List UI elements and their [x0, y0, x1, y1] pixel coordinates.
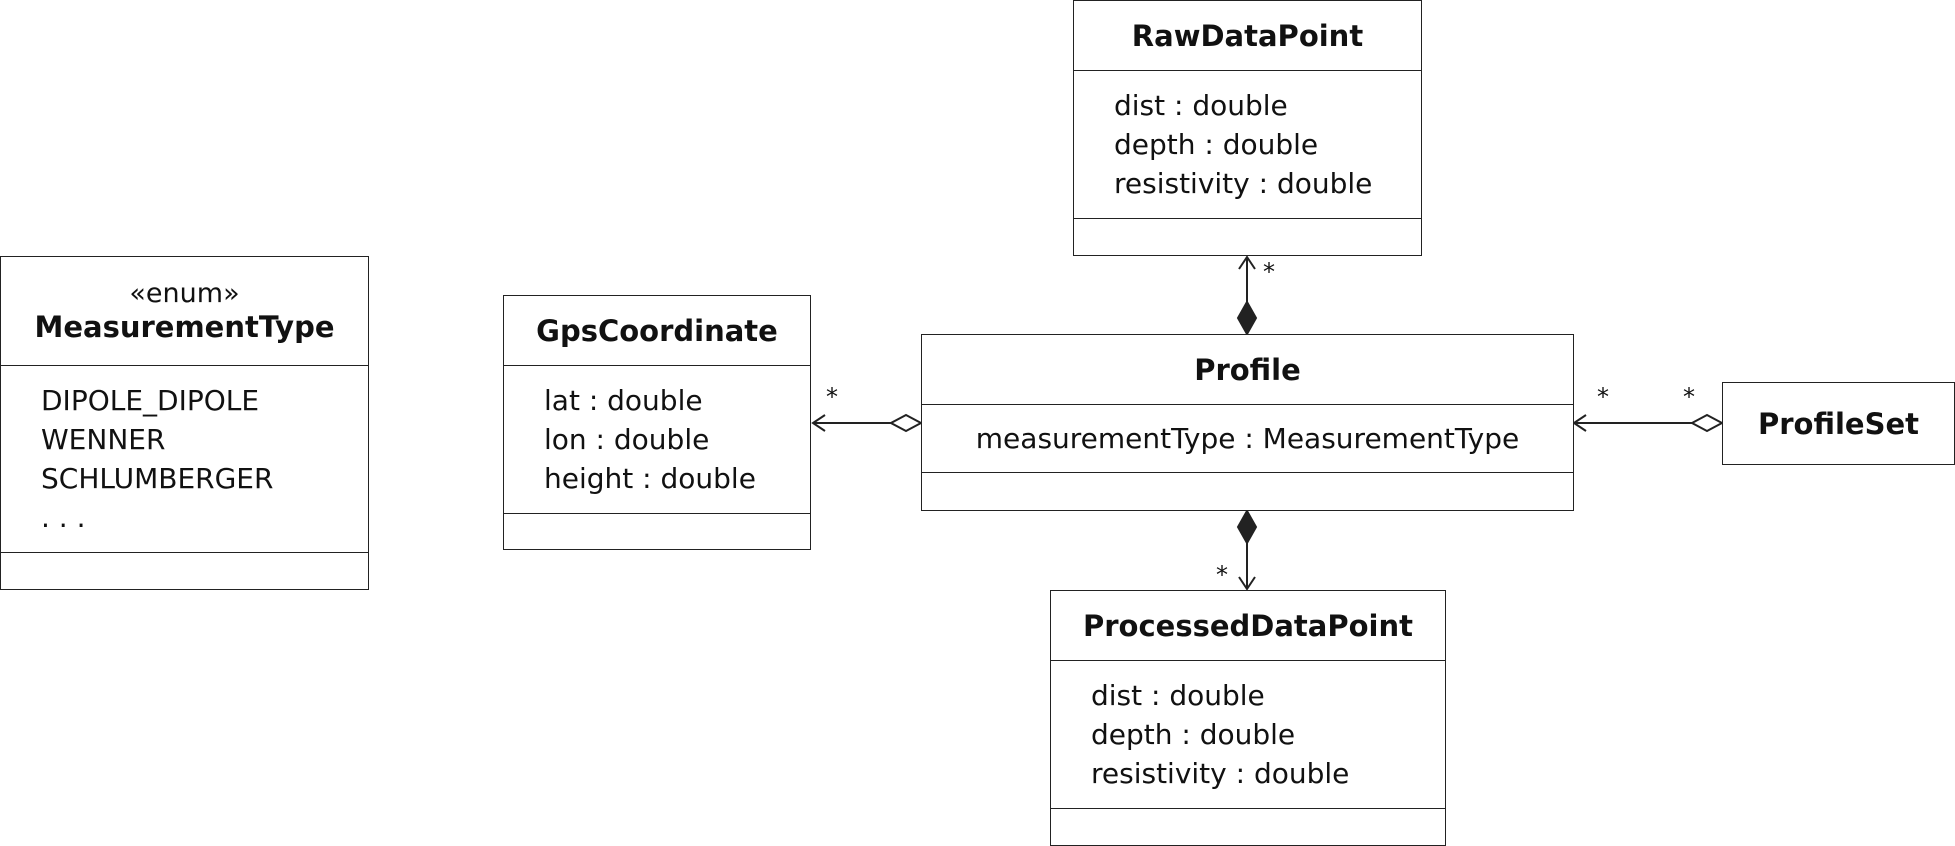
multiplicity-processeddatapoint: * [1216, 561, 1228, 589]
attribute: resistivity : double [1091, 757, 1350, 790]
class-name: MeasurementType [34, 310, 335, 344]
attribute: depth : double [1091, 718, 1296, 751]
class-name: Profile [1194, 352, 1301, 387]
aggregation-profileset-profile [1572, 413, 1725, 433]
enum-literal: WENNER [41, 423, 166, 456]
attribute: measurementType : MeasurementType [975, 422, 1520, 455]
class-name: ProcessedDataPoint [1083, 608, 1413, 643]
stereotype-label: «enum» [129, 278, 240, 309]
attributes-compartment: dist : double depth : double resistivity… [1074, 71, 1421, 219]
class-measurementtype: «enum» MeasurementType DIPOLE_DIPOLE WEN… [0, 256, 369, 590]
aggregation-profile-gpscoordinate [811, 413, 924, 433]
attributes-compartment: measurementType : MeasurementType [922, 405, 1573, 473]
class-rawdatapoint: RawDataPoint dist : double depth : doubl… [1073, 0, 1422, 256]
class-gpscoordinate: GpsCoordinate lat : double lon : double … [503, 295, 811, 550]
multiplicity-profile-end: * [1597, 383, 1609, 411]
attribute: lat : double [544, 384, 703, 417]
attribute: resistivity : double [1114, 167, 1373, 200]
attributes-compartment: lat : double lon : double height : doubl… [504, 366, 810, 514]
class-header: GpsCoordinate [504, 296, 810, 366]
multiplicity-rawdatapoint: * [1263, 258, 1275, 286]
attributes-compartment: dist : double depth : double resistivity… [1051, 661, 1445, 809]
attribute: height : double [544, 462, 756, 495]
attribute: depth : double [1114, 128, 1319, 161]
class-header: «enum» MeasurementType [1, 257, 368, 366]
class-name: ProfileSet [1757, 406, 1919, 441]
composition-profile-rawdatapoint [1236, 255, 1258, 337]
composition-profile-processeddatapoint [1236, 508, 1258, 591]
class-header: ProfileSet [1723, 383, 1954, 464]
class-profileset: ProfileSet [1722, 382, 1955, 465]
class-processeddatapoint: ProcessedDataPoint dist : double depth :… [1050, 590, 1446, 846]
class-profile: Profile measurementType : MeasurementTyp… [921, 334, 1574, 511]
enum-literal: SCHLUMBERGER [41, 462, 274, 495]
class-header: Profile [922, 335, 1573, 405]
multiplicity-profileset-end: * [1683, 383, 1695, 411]
enum-literal: DIPOLE_DIPOLE [41, 384, 260, 417]
attribute: lon : double [544, 423, 710, 456]
attribute: dist : double [1091, 679, 1265, 712]
class-header: RawDataPoint [1074, 1, 1421, 71]
attribute: dist : double [1114, 89, 1288, 122]
multiplicity-gpscoordinate: * [826, 383, 838, 411]
attributes-compartment: DIPOLE_DIPOLE WENNER SCHLUMBERGER . . . [1, 366, 368, 553]
enum-literal: . . . [41, 501, 86, 534]
class-header: ProcessedDataPoint [1051, 591, 1445, 661]
class-name: GpsCoordinate [536, 313, 778, 348]
class-name: RawDataPoint [1131, 18, 1364, 53]
